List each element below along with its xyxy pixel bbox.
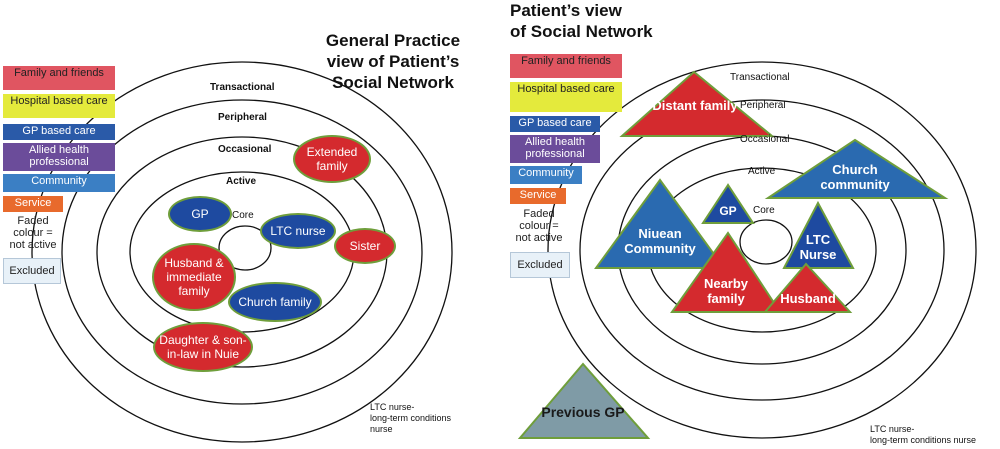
left-footnote-line-2: long-term conditions: [370, 413, 452, 423]
legend-service: Service: [3, 196, 63, 212]
right-ring-label-transactional: Transactional: [730, 72, 790, 83]
right-ring-label-peripheral: Peripheral: [740, 100, 786, 111]
right-ring-peripheral: [579, 99, 945, 401]
right-footnote: LTC nurse- long-term conditions nurse: [870, 424, 976, 446]
label-ltc-nurse: LTC Nurse: [799, 232, 837, 262]
left-title-line-3: Social Network: [332, 73, 454, 92]
tri-husband: [762, 262, 853, 313]
node-husband-family: Husband & immediate family: [152, 243, 236, 311]
right-title-line-2: of Social Network: [510, 22, 653, 41]
label-distant-family: Distant family: [652, 98, 738, 113]
tri-ltc-nurse: [782, 200, 855, 269]
right-footnote-line-2: long-term conditions nurse: [870, 435, 977, 445]
left-ring-peripheral: [61, 99, 423, 405]
node-ltc-nurse: LTC nurse: [260, 213, 336, 249]
node-extended-family: Extended family: [293, 135, 371, 183]
right-ring-label-occasional: Occasional: [740, 134, 790, 145]
left-ring-label-core: Core: [232, 210, 254, 221]
left-title-line-2: view of Patient’s: [326, 52, 460, 71]
right-footnote-line-1: LTC nurse-: [870, 424, 915, 434]
right-ring-label-active: Active: [748, 166, 776, 177]
left-ring-label-transactional: Transactional: [210, 82, 275, 93]
left-ring-label-active: Active: [226, 176, 257, 187]
right-legend-family-friends: Family and friends: [510, 54, 622, 78]
left-ring-label-peripheral: Peripheral: [218, 112, 267, 123]
legend-allied-health: Allied health professional: [3, 143, 115, 171]
legend-hospital-care: Hospital based care: [3, 94, 115, 118]
left-title: General Practice view of Patient’s Socia…: [318, 30, 468, 93]
node-sister: Sister: [334, 228, 396, 264]
tri-niuean-community: [594, 178, 726, 269]
node-church-family: Church family: [228, 282, 322, 322]
tri-nearby-family: [670, 231, 782, 313]
right-legend-faded: Faded colour = not active: [515, 208, 563, 244]
label-husband: Husband: [780, 291, 836, 306]
tri-previous-gp: [517, 362, 651, 439]
right-ring-transactional: [547, 61, 977, 439]
left-ring-transactional: [31, 61, 453, 443]
right-title: Patient’s view of Social Network: [510, 0, 653, 42]
legend-family-friends: Family and friends: [3, 66, 115, 90]
legend-excluded: Excluded: [3, 258, 61, 284]
left-ring-label-occasional: Occasional: [218, 144, 272, 155]
right-legend-allied-health: Allied health professional: [510, 135, 600, 163]
label-gp: GP: [719, 204, 737, 218]
right-legend-gp-care: GP based care: [510, 116, 600, 132]
right-title-line-1: Patient’s view: [510, 1, 622, 20]
left-title-line-1: General Practice: [325, 31, 461, 50]
right-legend-excluded: Excluded: [510, 252, 570, 278]
legend-faded: Faded colour = not active: [9, 215, 57, 251]
right-ring-core: [739, 219, 793, 265]
legend-community: Community: [3, 174, 115, 192]
tri-gp: [701, 183, 755, 224]
right-legend-community: Community: [510, 166, 582, 184]
tri-distant-family: [619, 70, 775, 137]
legend-gp-care: GP based care: [3, 124, 115, 140]
label-niuean-community: Niuean Community: [624, 226, 696, 256]
node-daughter-son-in-law: Daughter & son-in-law in Nuie: [153, 322, 253, 372]
node-gp: GP: [168, 196, 232, 232]
label-nearby-family: Nearby family: [703, 276, 749, 306]
left-footnote-line-1: LTC nurse-: [370, 402, 415, 412]
right-legend-hospital-care: Hospital based care: [510, 82, 622, 112]
left-footnote: LTC nurse- long-term conditions nurse: [370, 402, 451, 435]
left-footnote-line-3: nurse: [370, 424, 393, 434]
tri-church-community: [764, 138, 949, 199]
right-ring-label-core: Core: [753, 205, 775, 216]
label-church-community: Church community: [820, 162, 890, 192]
left-ring-core: [218, 225, 272, 271]
right-legend-service: Service: [510, 188, 566, 204]
label-previous-gp: Previous GP: [541, 404, 625, 420]
